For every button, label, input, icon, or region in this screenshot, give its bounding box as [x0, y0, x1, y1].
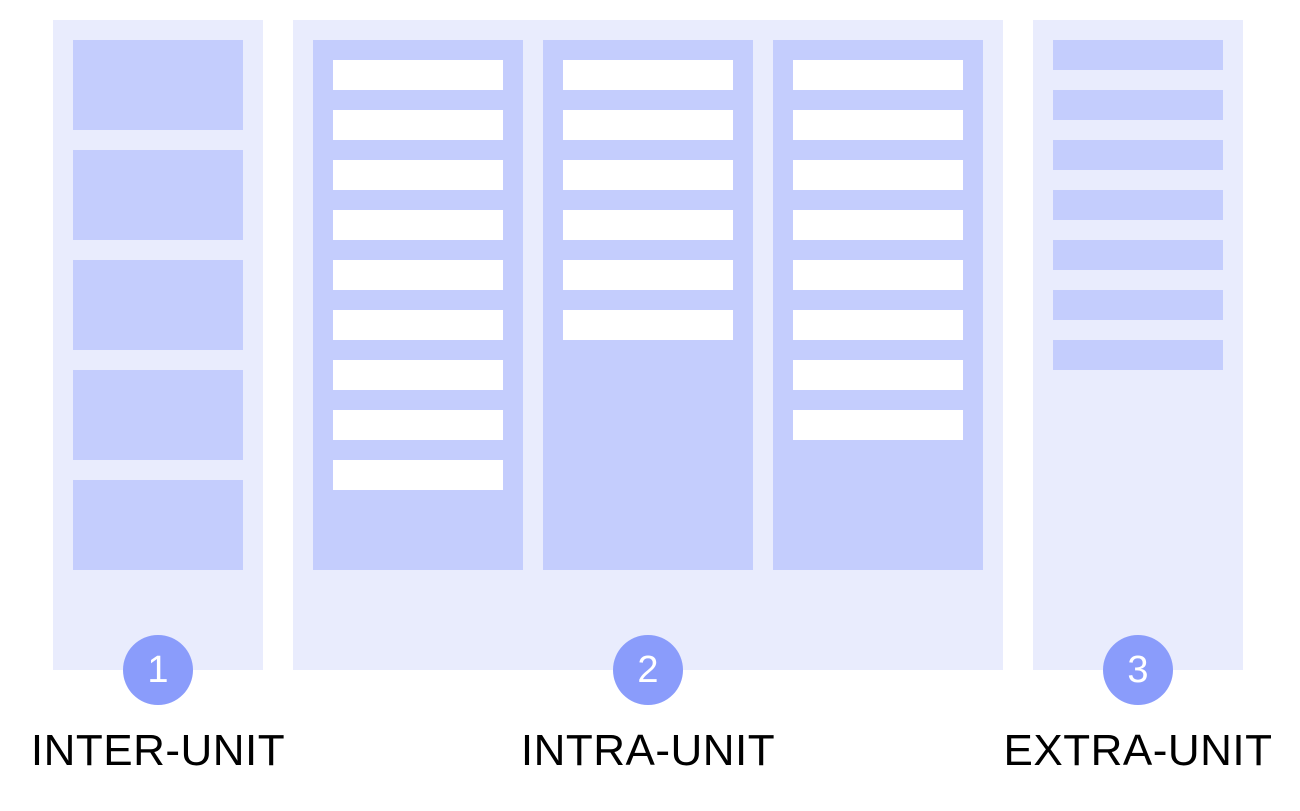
section-label-inter-unit: INTER-UNIT [30, 726, 286, 775]
intra-unit-column [543, 40, 753, 570]
intra-unit-row [563, 210, 733, 240]
section-number-badge: 2 [613, 635, 683, 705]
extra-unit-strip [1053, 290, 1223, 320]
intra-unit-row [793, 310, 963, 340]
intra-unit-row [563, 260, 733, 290]
intra-unit-row [563, 110, 733, 140]
extra-unit-strip [1053, 240, 1223, 270]
intra-unit-row [793, 410, 963, 440]
intra-unit-row [333, 410, 503, 440]
intra-unit-row [793, 260, 963, 290]
inter-unit-panel [53, 20, 263, 670]
intra-unit-row [333, 460, 503, 490]
intra-unit-row [563, 60, 733, 90]
intra-unit-row [333, 260, 503, 290]
intra-unit-row [333, 110, 503, 140]
intra-unit-row [333, 160, 503, 190]
intra-unit-row [793, 60, 963, 90]
section-label-extra-unit: EXTRA-UNIT [1003, 726, 1273, 775]
extra-unit-strip [1053, 340, 1223, 370]
intra-unit-panel [293, 20, 1003, 670]
section-number-badge: 1 [123, 635, 193, 705]
intra-unit-row [793, 160, 963, 190]
intra-unit-column [773, 40, 983, 570]
intra-unit-row [333, 210, 503, 240]
inter-unit-block [73, 40, 243, 130]
intra-unit-column [313, 40, 523, 570]
extra-unit-strip [1053, 90, 1223, 120]
intra-unit-row [563, 310, 733, 340]
intra-unit-row [333, 310, 503, 340]
intra-unit-row [793, 360, 963, 390]
extra-unit-panel [1033, 20, 1243, 670]
extra-unit-strip [1053, 140, 1223, 170]
section-label-intra-unit: INTRA-UNIT [520, 726, 776, 775]
intra-unit-row [333, 360, 503, 390]
intra-unit-row [333, 60, 503, 90]
intra-unit-row [793, 110, 963, 140]
inter-unit-block [73, 150, 243, 240]
inter-unit-block [73, 480, 243, 570]
inter-unit-block [73, 370, 243, 460]
extra-unit-strip [1053, 190, 1223, 220]
extra-unit-strip [1053, 40, 1223, 70]
inter-unit-block [73, 260, 243, 350]
section-number-badge: 3 [1103, 635, 1173, 705]
intra-unit-row [793, 210, 963, 240]
intra-unit-row [563, 160, 733, 190]
